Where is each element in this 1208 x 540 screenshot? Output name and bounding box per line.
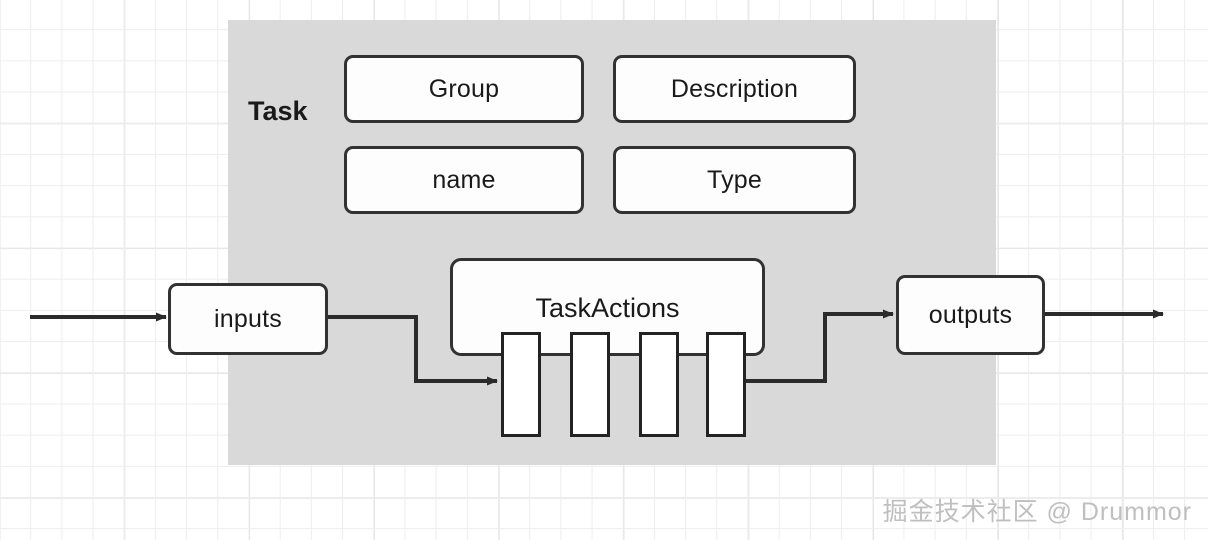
action-bar-1[interactable] — [501, 332, 541, 437]
node-outputs[interactable]: outputs — [896, 275, 1045, 355]
attribute-label-type: Type — [707, 165, 762, 194]
watermark: 掘金技术社区 @ Drummor — [882, 498, 1192, 526]
attribute-box-name[interactable]: name — [344, 146, 584, 214]
action-bar-3[interactable] — [639, 332, 679, 437]
attribute-box-type[interactable]: Type — [613, 146, 856, 214]
node-inputs[interactable]: inputs — [168, 283, 328, 355]
action-bar-4[interactable] — [706, 332, 746, 437]
node-label-taskactions: TaskActions — [535, 293, 680, 323]
action-bar-2[interactable] — [570, 332, 610, 437]
attribute-box-description[interactable]: Description — [613, 55, 856, 123]
attribute-label-description: Description — [670, 74, 799, 103]
attribute-label-name: name — [432, 165, 496, 194]
attribute-label-group: Group — [428, 74, 500, 103]
node-label-outputs: outputs — [928, 300, 1013, 329]
task-title-label: Task — [248, 96, 308, 126]
node-label-inputs: inputs — [214, 304, 282, 333]
attribute-box-group[interactable]: Group — [344, 55, 584, 123]
